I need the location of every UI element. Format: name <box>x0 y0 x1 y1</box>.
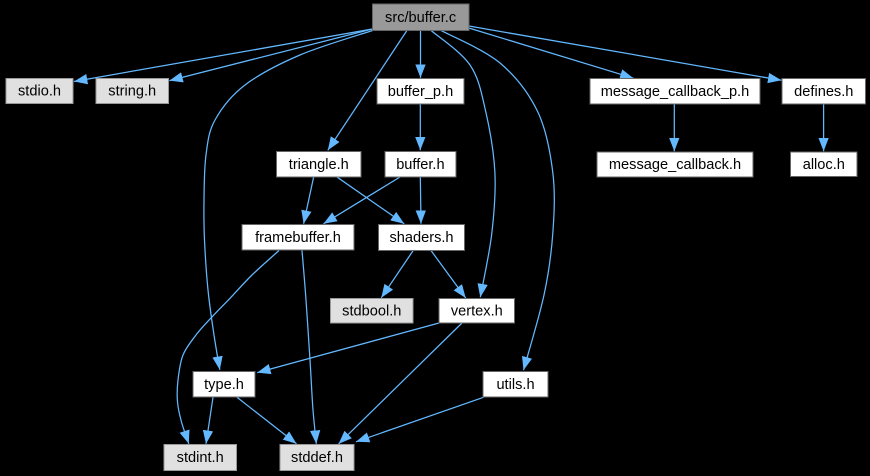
svg-text:buffer_p.h: buffer_p.h <box>388 84 453 100</box>
svg-text:message_callback_p.h: message_callback_p.h <box>601 84 749 100</box>
svg-text:buffer.h: buffer.h <box>396 157 444 173</box>
svg-text:shaders.h: shaders.h <box>389 230 453 246</box>
svg-text:src/buffer.c: src/buffer.c <box>385 10 456 26</box>
svg-text:defines.h: defines.h <box>794 84 853 100</box>
svg-text:triangle.h: triangle.h <box>289 157 349 173</box>
svg-text:alloc.h: alloc.h <box>803 157 845 173</box>
svg-text:stdbool.h: stdbool.h <box>342 303 401 319</box>
svg-text:stdint.h: stdint.h <box>177 450 224 466</box>
svg-text:message_callback.h: message_callback.h <box>609 157 741 173</box>
svg-text:utils.h: utils.h <box>496 377 534 393</box>
svg-text:stddef.h: stddef.h <box>291 450 343 466</box>
svg-text:framebuffer.h: framebuffer.h <box>255 230 341 246</box>
svg-text:type.h: type.h <box>204 377 244 393</box>
svg-text:string.h: string.h <box>108 84 156 100</box>
svg-text:vertex.h: vertex.h <box>451 303 503 319</box>
svg-text:stdio.h: stdio.h <box>18 84 61 100</box>
